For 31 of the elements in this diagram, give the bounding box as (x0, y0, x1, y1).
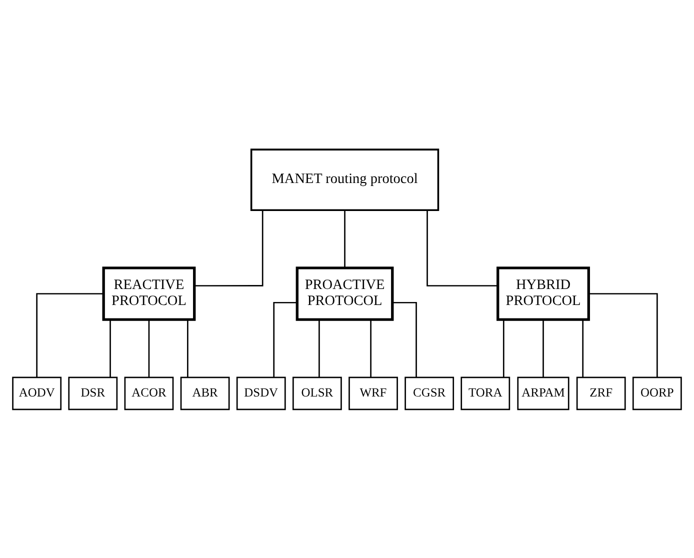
node-box: CGSR (404, 376, 454, 410)
node-box: OORP (632, 376, 682, 410)
connector (502, 319, 504, 377)
connector (426, 210, 498, 286)
node-box: HYBRID PROTOCOL (496, 266, 590, 320)
connector (318, 319, 320, 377)
node-box: OLSR (292, 376, 342, 410)
connector (36, 292, 104, 376)
node-box: ABR (180, 376, 230, 410)
connector (582, 319, 584, 377)
connector (148, 319, 150, 377)
connector (194, 210, 264, 286)
connector (588, 292, 658, 376)
connector (344, 210, 346, 268)
node-box: ARPAM (517, 376, 570, 410)
node-box: REACTIVE PROTOCOL (102, 266, 196, 320)
node-box: WRF (348, 376, 398, 410)
connector (273, 301, 298, 377)
connector (187, 319, 188, 377)
node-box: AODV (12, 376, 62, 410)
connector (110, 319, 111, 377)
connector (542, 319, 544, 377)
connector (392, 301, 417, 377)
connector (370, 319, 372, 377)
node-box: PROACTIVE PROTOCOL (296, 266, 394, 320)
node-box: MANET routing protocol (250, 148, 440, 210)
node-box: DSR (68, 376, 118, 410)
node-box: ZRF (576, 376, 626, 410)
node-box: TORA (460, 376, 510, 410)
node-box: DSDV (236, 376, 286, 410)
node-box: ACOR (124, 376, 174, 410)
